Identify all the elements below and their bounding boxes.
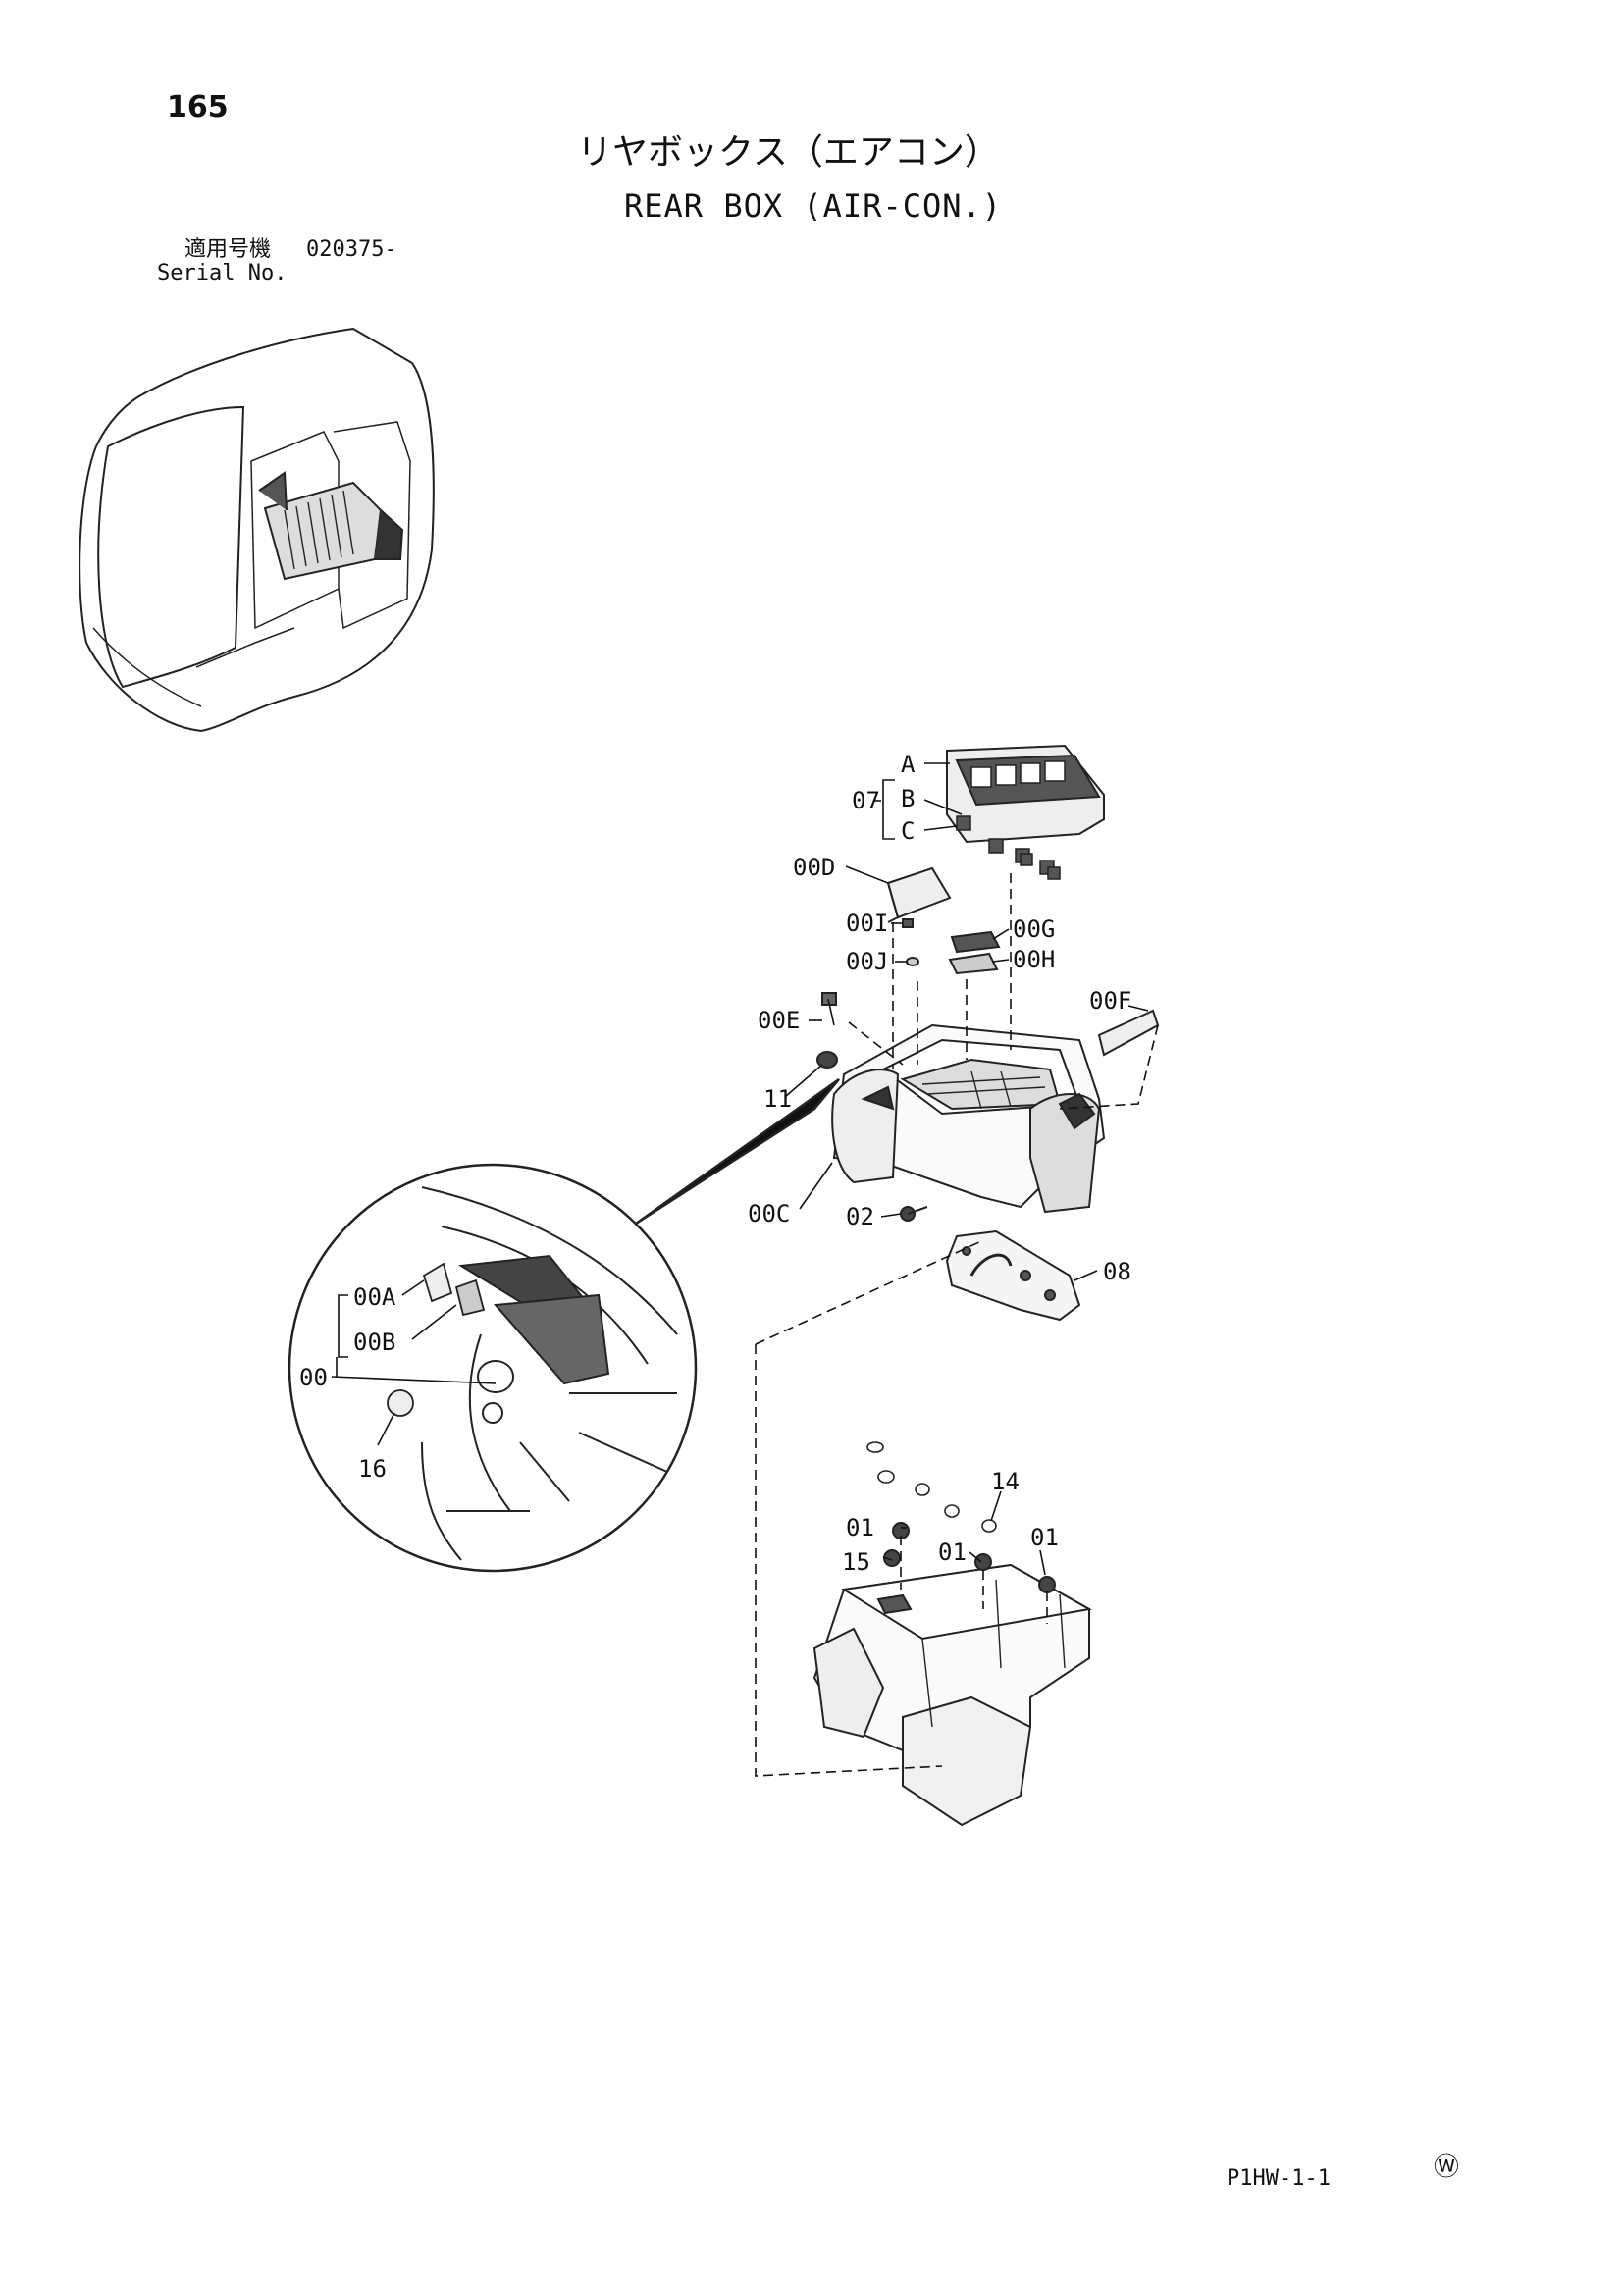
- callout-00a: 00A: [353, 1283, 396, 1311]
- callout-01-right: 01: [1030, 1524, 1059, 1551]
- callout-b: B: [901, 785, 915, 812]
- callout-00f: 00F: [1089, 987, 1131, 1015]
- callout-08: 08: [1103, 1258, 1131, 1285]
- page-title-english: REAR BOX (AIR-CON.): [624, 187, 1003, 225]
- floor-frame-assembly: [812, 1441, 1092, 1827]
- callout-00d: 00D: [793, 854, 835, 881]
- callout-01-middle: 01: [938, 1539, 967, 1566]
- callout-a: A: [901, 751, 916, 778]
- page-code: P1HW-1-1: [1227, 2166, 1331, 2191]
- callout-11: 11: [763, 1085, 792, 1113]
- rear-box-assembly: [816, 744, 1160, 1322]
- callout-00c: 00C: [748, 1200, 790, 1227]
- page-number: 165: [167, 90, 229, 125]
- callout-00g: 00G: [1013, 915, 1055, 943]
- callout-14: 14: [991, 1468, 1020, 1495]
- callout-c: C: [901, 817, 915, 845]
- callout-15: 15: [842, 1548, 870, 1576]
- detail-magnifier: [288, 1077, 840, 1573]
- callout-labels: 07 A B C 00D 00I 00J 00G 00H 00E 00F 11 …: [299, 751, 1131, 1576]
- page-title-japanese: リヤボックス（エアコン）: [577, 132, 1000, 173]
- serial-label-japanese: 適用号機: [184, 237, 272, 262]
- callout-01-left: 01: [846, 1514, 874, 1541]
- callout-00j: 00J: [846, 948, 888, 975]
- callout-00i: 00I: [846, 910, 888, 937]
- callout-02: 02: [846, 1203, 874, 1230]
- serial-label-english: Serial No.: [157, 261, 288, 286]
- leader-lines: [331, 762, 1159, 1777]
- serial-number-value: 020375-: [306, 237, 397, 262]
- corner-w-mark: Ⓦ: [1434, 2153, 1460, 2182]
- callout-00e: 00E: [758, 1007, 800, 1034]
- callout-16: 16: [358, 1455, 387, 1483]
- callout-00h: 00H: [1013, 946, 1055, 973]
- callout-07: 07: [852, 787, 880, 814]
- callout-00: 00: [299, 1364, 328, 1391]
- cab-overview-illustration: [79, 327, 435, 733]
- callout-00b: 00B: [353, 1329, 395, 1356]
